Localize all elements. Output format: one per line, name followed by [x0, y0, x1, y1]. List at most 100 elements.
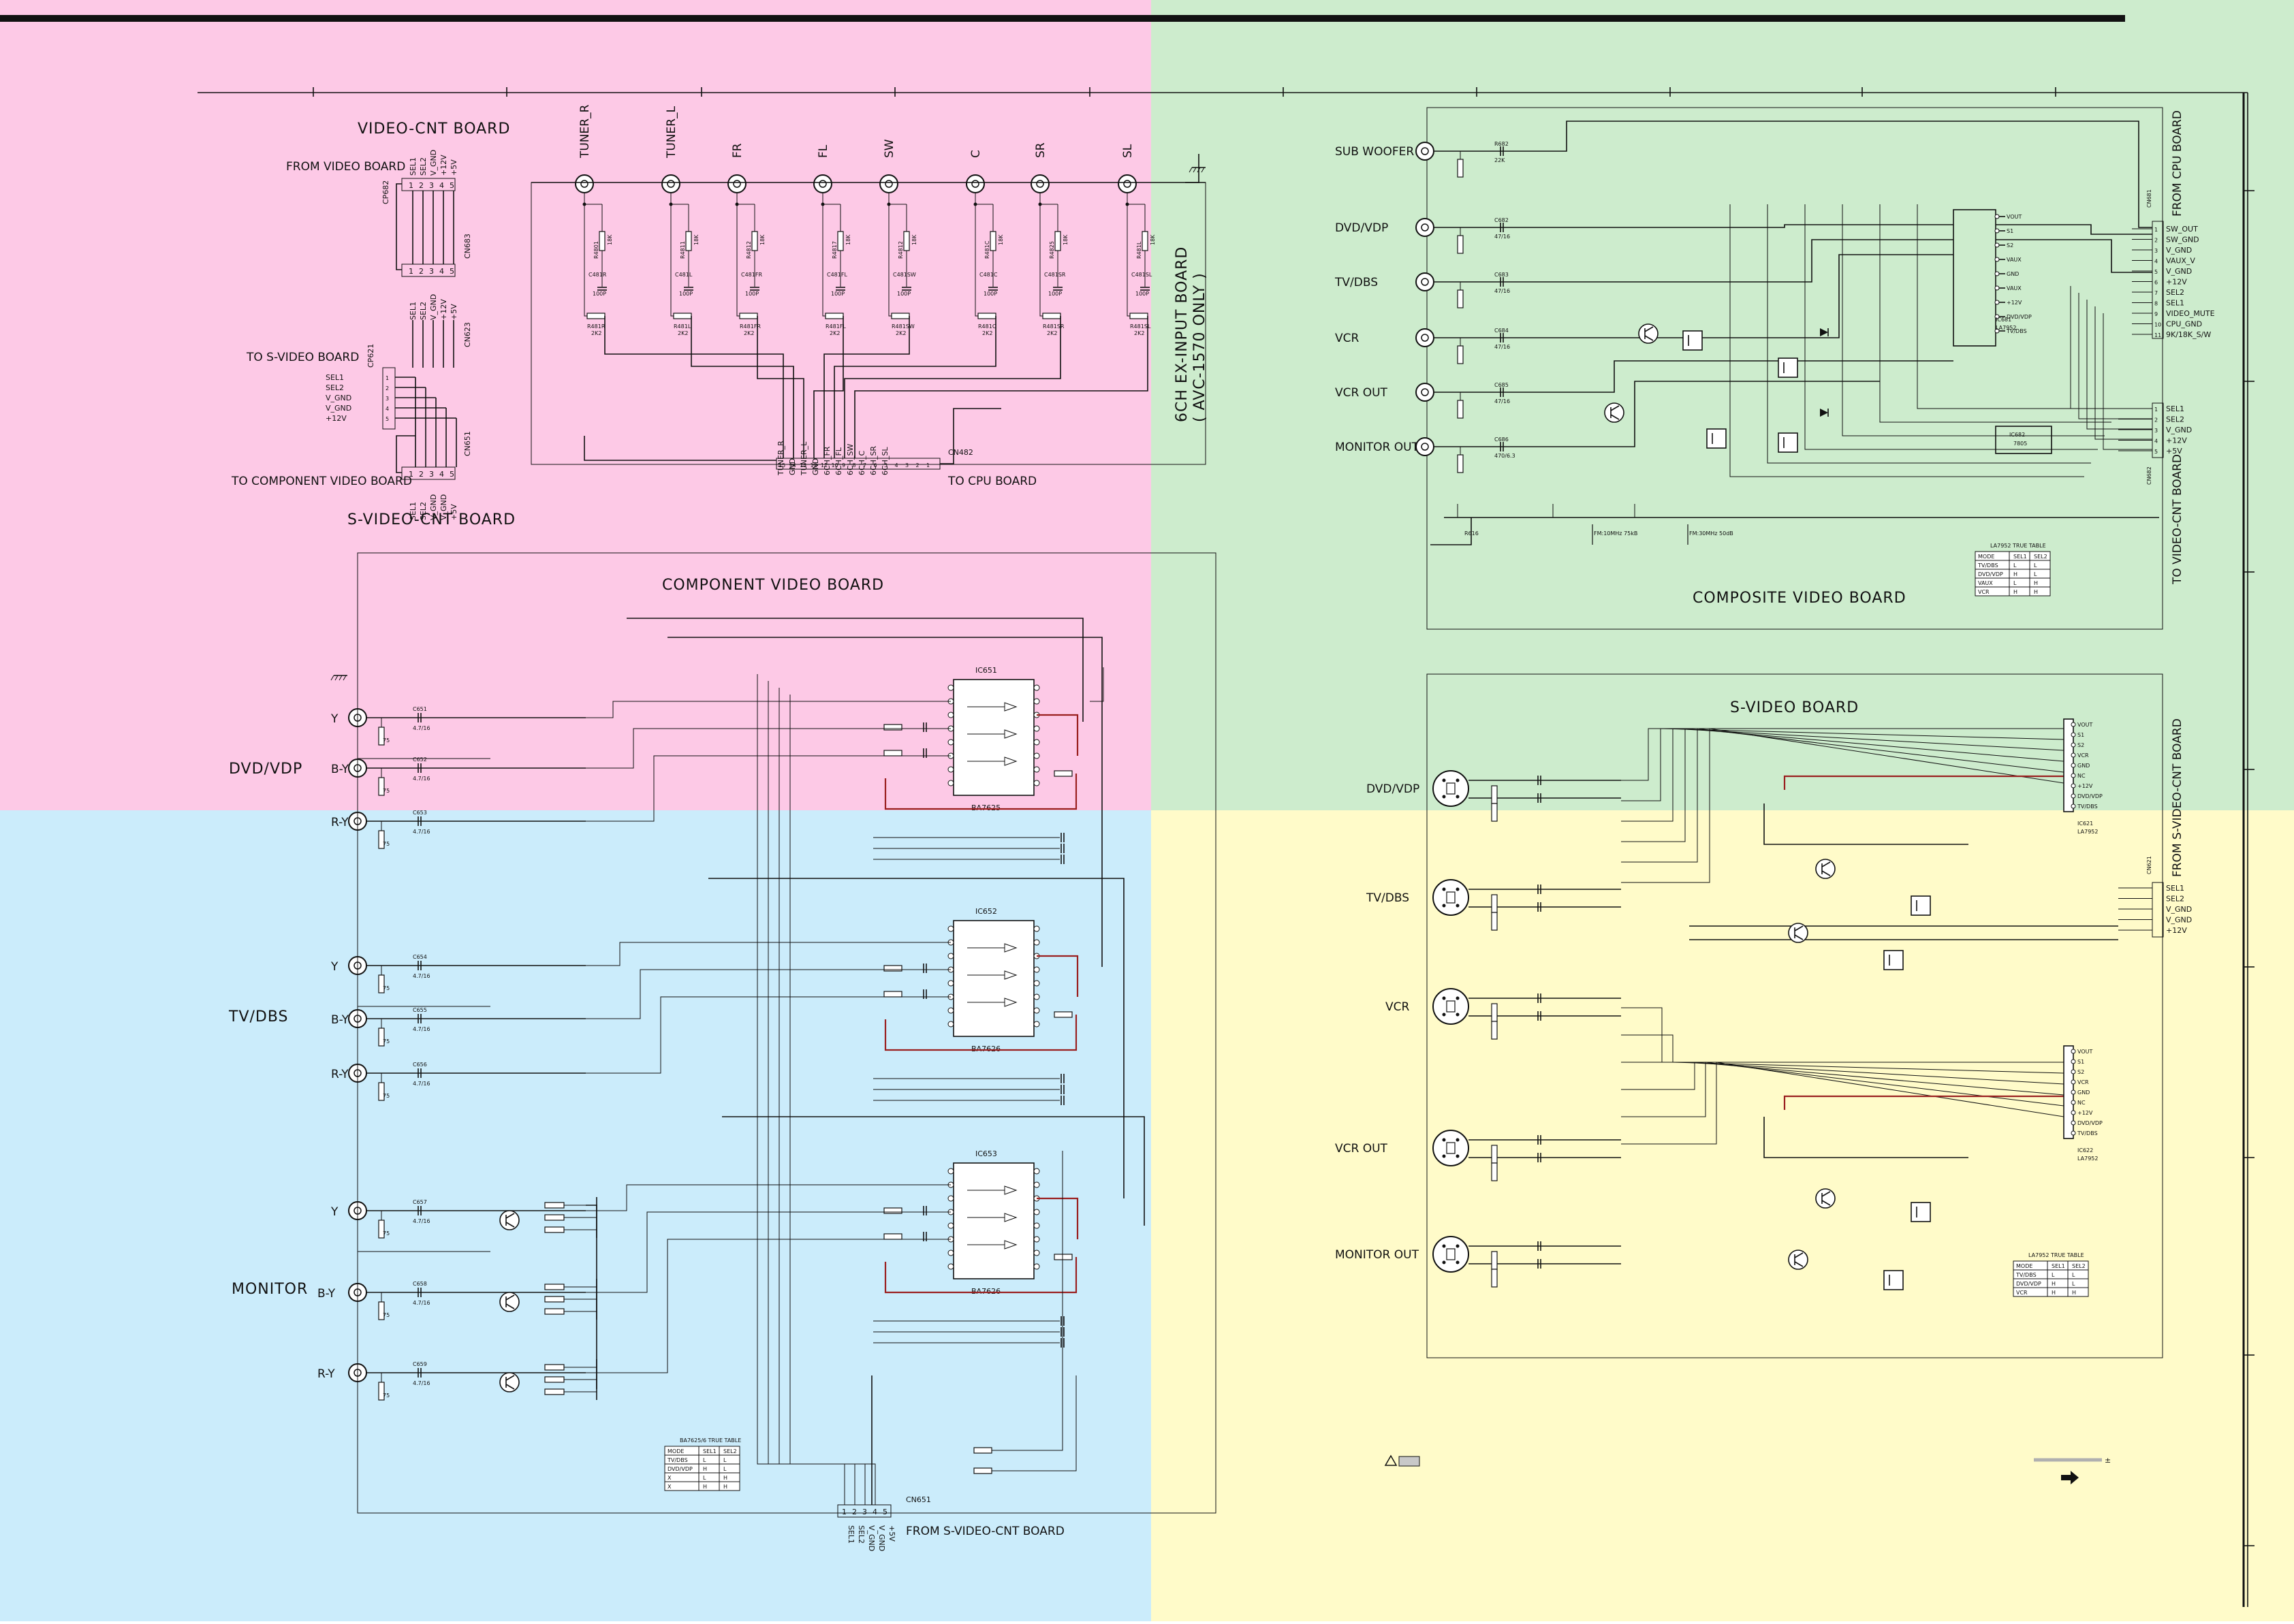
- svideo-ic-pin-label: +12V: [2077, 1110, 2093, 1116]
- ic-pin: [1033, 1181, 1040, 1188]
- svideo-ic-pin-label: GND: [2077, 763, 2090, 769]
- cn683-signal: SEL1: [409, 302, 418, 320]
- buffer-transistor-emitter: [505, 1222, 515, 1228]
- svideo-jack-pin: [1456, 1244, 1460, 1248]
- cn682-pin: 3: [2154, 428, 2158, 434]
- highlight-trace: [1783, 775, 2064, 790]
- series-ref: R481C: [978, 323, 996, 330]
- ic-pin: [947, 1168, 954, 1175]
- vc-signal: SEL2: [2166, 415, 2184, 424]
- composite-truth-cell: H: [2034, 589, 2038, 595]
- resistor-value: 18K: [911, 234, 917, 245]
- cn683-signal: +5V: [450, 304, 458, 320]
- capacitor-ref: C481C: [979, 272, 998, 278]
- composite-transistor: [1604, 402, 1624, 423]
- ic-pin: [1033, 925, 1040, 932]
- part-value: 4.7/16: [413, 1380, 430, 1386]
- capacitor-ref: C481SR: [1044, 272, 1066, 278]
- ic-pin: [1033, 993, 1040, 1000]
- output-resistor: [1054, 770, 1073, 777]
- svideo-cnt-title: S-VIDEO-CNT BOARD: [347, 511, 516, 528]
- svideo-jack-pin: [1442, 1013, 1446, 1017]
- composite-jack-center: [1421, 223, 1429, 232]
- route: [975, 306, 978, 317]
- cn482-pin: 6: [874, 462, 877, 468]
- part-value: 47/16: [1494, 398, 1510, 404]
- route: [822, 306, 826, 317]
- ic-route: [586, 942, 951, 966]
- ground-wire: [396, 435, 415, 473]
- part-value: 75: [383, 1093, 390, 1099]
- svideo-ic-part: LA7952: [2077, 1156, 2098, 1162]
- svideo-ic-pin: [2071, 1089, 2076, 1095]
- control-wire: [1879, 204, 2111, 423]
- cn482-pin: 2: [916, 462, 920, 468]
- ic-pin: [1033, 1209, 1040, 1215]
- cn651-signal: V_GND: [439, 494, 448, 520]
- part-ref: C684: [1494, 328, 1509, 334]
- svideo-jack-key: [1446, 1000, 1456, 1013]
- component-title: COMPONENT VIDEO BOARD: [662, 577, 884, 594]
- ex-input-title: 6CH EX-INPUT BOARD: [1174, 246, 1191, 422]
- part-ref: C655: [413, 1007, 427, 1013]
- svideo-ic-pin: [2071, 732, 2076, 737]
- input-resistor: [751, 231, 758, 251]
- svideo-ic-pin: [2071, 742, 2076, 748]
- svideo-jack-key: [1446, 1142, 1456, 1154]
- ic-buffer: [1004, 1185, 1018, 1195]
- input-resistor: [1457, 235, 1464, 254]
- ic-buffer: [1004, 757, 1018, 766]
- part-value: 75: [383, 1038, 390, 1045]
- buffer-transistor: [499, 1372, 520, 1392]
- cn681-signals: SW_OUT1SW_GND2V_GND3VAUX_V4V_GND5+12V6SE…: [2132, 225, 2215, 339]
- from-cpu-board-label: FROM CPU BOARD: [2171, 110, 2184, 217]
- cn682-connector: [2152, 402, 2164, 458]
- ic-buffer: [1004, 998, 1018, 1007]
- series-resistor: [1129, 313, 1148, 319]
- route: [854, 316, 1148, 458]
- cn651-pin: 4: [439, 470, 444, 479]
- cn683-signal: V_GND: [429, 294, 438, 320]
- svideo-ic-pin-label: S2: [2077, 1069, 2084, 1075]
- input-jack-fr-center: [733, 180, 741, 188]
- control-wire: [2103, 313, 2152, 450]
- composite-truth-cell: DVD/VDP: [1978, 571, 2003, 577]
- ground-symbol-hatch: [1197, 167, 1201, 173]
- svideo-truth-cell: H: [2052, 1290, 2056, 1296]
- cpu-signal: 9K/18K_S/W: [2166, 330, 2211, 339]
- monitor-out-wire: [1533, 381, 1880, 447]
- svideo-wires: [1426, 722, 2118, 1355]
- composite-truth-cell: H: [2013, 589, 2017, 595]
- svideo-truth-cell: L: [2072, 1281, 2075, 1287]
- svideo-truth-cell: DVD/VDP: [2016, 1281, 2041, 1287]
- from-svideo-cnt-right-label: FROM S-VIDEO-CNT BOARD: [2171, 718, 2184, 877]
- cn651-signal: V_GND: [867, 1525, 876, 1551]
- component-truth-cell: L: [723, 1466, 727, 1472]
- input-jack-fl-center: [819, 180, 827, 188]
- terminator: [1491, 894, 1498, 913]
- resistor-ref: R4825: [1049, 241, 1055, 259]
- component-truth-cell: H: [703, 1484, 707, 1490]
- component-truth-title: BA7625/6 TRUE TABLE: [680, 1437, 741, 1444]
- ic-pin-dot: [1994, 228, 2000, 234]
- svideo-truth-title: LA7952 TRUE TABLE: [2028, 1252, 2084, 1258]
- component-signal-label: R-Y: [331, 816, 349, 829]
- part-ref: C658: [413, 1281, 427, 1287]
- cn651-connector-label: CN651: [463, 431, 472, 456]
- capacitor-ref: C481SW: [893, 272, 916, 278]
- ic-route: [1621, 1034, 2064, 1074]
- ground-rail: [1185, 154, 1199, 183]
- svideo-signal: V_GND: [326, 404, 351, 413]
- ic-part: BA7625: [971, 803, 1001, 812]
- ic-pin: [947, 780, 954, 786]
- component-signal-label: Y: [330, 1205, 339, 1219]
- warning-symbol: [1384, 1454, 1420, 1467]
- resistor-ref: R4812: [746, 241, 752, 259]
- part-ref: R682: [1494, 141, 1509, 147]
- buffer-resistor: [544, 1214, 565, 1221]
- highlight-trace: [884, 1015, 1078, 1051]
- series-ref: R481R: [587, 323, 606, 330]
- to-component-label: TO COMPONENT VIDEO BOARD: [231, 475, 412, 488]
